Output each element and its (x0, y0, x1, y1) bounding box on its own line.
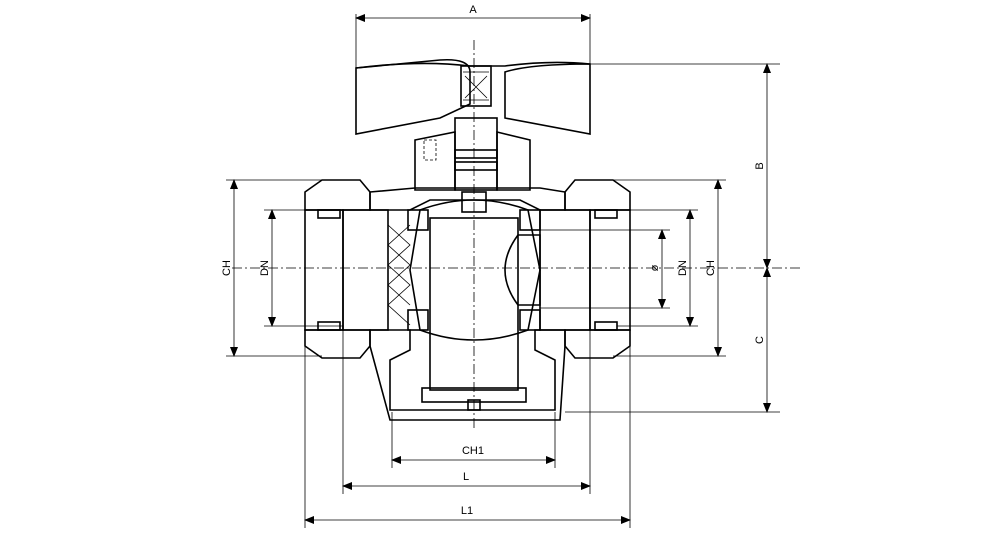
right-union-nut (564, 179, 631, 211)
handle-body-right (504, 63, 591, 135)
dim-ch-right-label: CH (705, 260, 717, 276)
stem (454, 117, 498, 191)
valve-body (304, 179, 631, 421)
dim-ch1-label: CH1 (462, 445, 484, 457)
dim-ch-left-label: CH (221, 260, 233, 276)
center-lines (232, 40, 800, 430)
dim-dn-right-label: DN (677, 260, 689, 276)
dim-l-label: L (463, 471, 469, 483)
dim-l1-label: L1 (461, 505, 473, 517)
dim-a-label: A (469, 4, 477, 16)
dim-dn-left-label: DN (259, 260, 271, 276)
dim-b-label: B (754, 162, 766, 169)
dimensions: A B C CH DN ø DN CH (221, 4, 780, 528)
handle (355, 58, 591, 191)
handle-body (355, 58, 471, 135)
dim-c-label: C (754, 336, 766, 344)
handle-nut (460, 65, 492, 107)
left-union-nut (304, 179, 371, 211)
ball (409, 199, 541, 341)
dim-phi-label: ø (649, 264, 661, 271)
